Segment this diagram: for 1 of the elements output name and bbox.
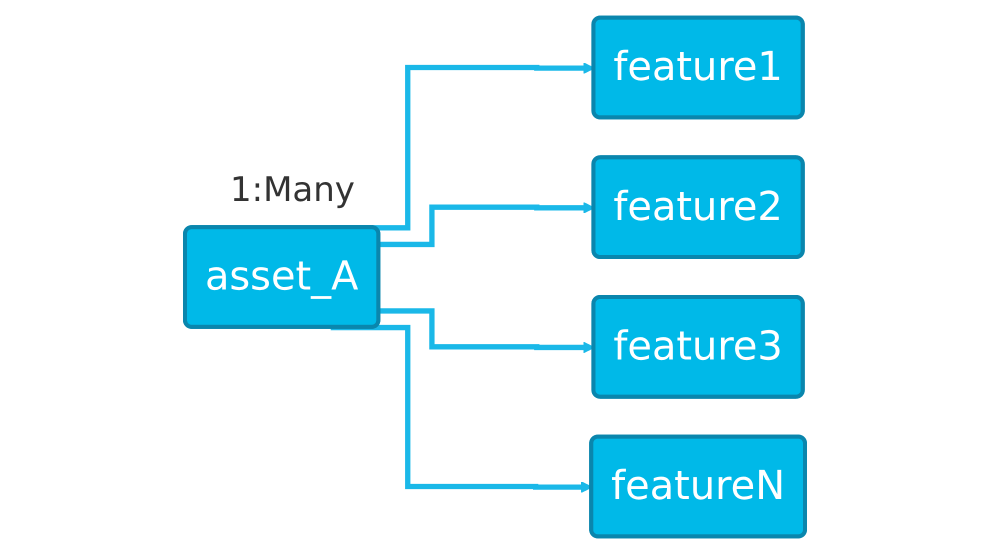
relation-label: 1:Many (230, 170, 355, 210)
